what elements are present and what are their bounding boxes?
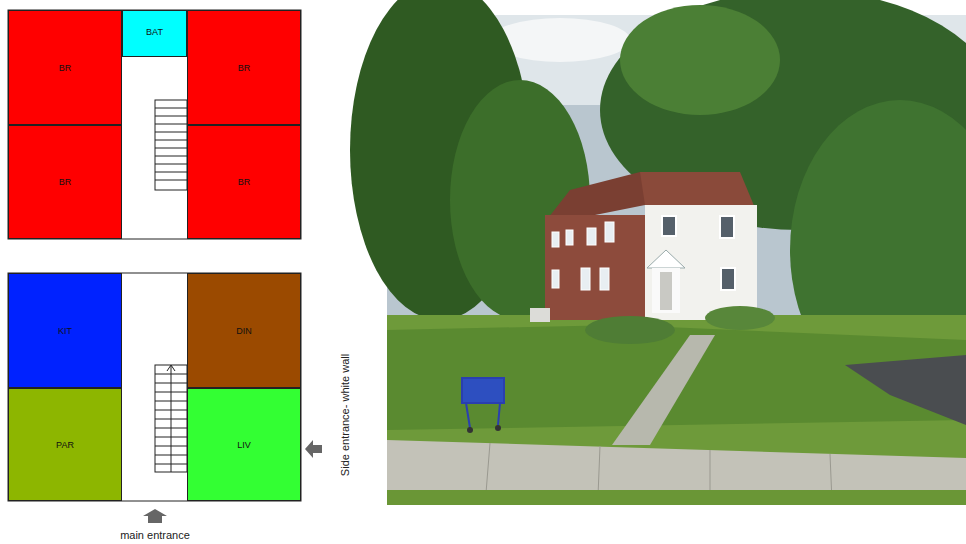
main-entrance-label: main entrance <box>120 529 190 541</box>
side-entrance-label: Side entrance- white wall <box>339 354 351 476</box>
bedroom-room: BR <box>187 10 301 125</box>
parlor-room: PAR <box>8 388 122 501</box>
room-label: KIT <box>58 326 72 336</box>
bedroom-room: BR <box>8 10 122 125</box>
room-label: BAT <box>146 27 163 37</box>
room-label: BR <box>59 177 72 187</box>
room-label: BR <box>59 63 72 73</box>
bathroom-room: BAT <box>122 10 187 57</box>
room-label: BR <box>238 177 251 187</box>
room-label: LIV <box>237 440 251 450</box>
dining-room: DIN <box>187 273 301 388</box>
room-label: BR <box>238 63 251 73</box>
room-label: DIN <box>236 326 252 336</box>
bedroom-room: BR <box>187 125 301 239</box>
living-room: LIV <box>187 388 301 501</box>
house-photo <box>350 0 966 505</box>
bedroom-room: BR <box>8 125 122 239</box>
room-label: PAR <box>56 440 74 450</box>
kitchen-room: KIT <box>8 273 122 388</box>
